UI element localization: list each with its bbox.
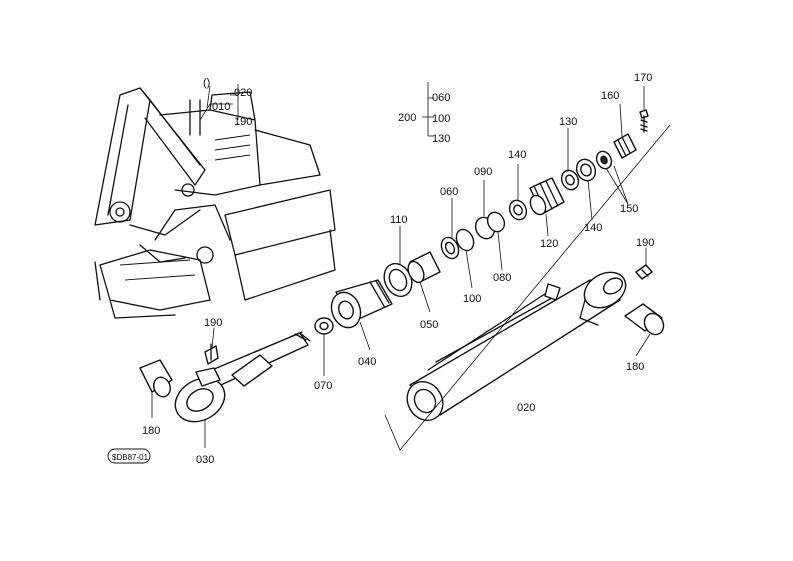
callout-190-top: 190 — [234, 116, 252, 128]
callout-160: 160 — [601, 90, 619, 102]
callout-060: 060 — [440, 186, 458, 198]
callout-140-b: 140 — [584, 222, 602, 234]
callout-100-group: 100 — [432, 113, 450, 125]
callout-020: 020 — [517, 402, 535, 414]
callout-180-left: 180 — [142, 425, 160, 437]
piston-040 — [330, 279, 393, 329]
callout-110: 110 — [390, 214, 408, 226]
ring-110 — [383, 262, 413, 298]
leader-lines — [151, 82, 651, 448]
ring-080 — [486, 211, 506, 233]
callout-080: 080 — [493, 272, 511, 284]
callout-labels: 010 020 190 () 060 100 130 200 170 160 1… — [142, 72, 654, 466]
callout-040: 040 — [358, 356, 376, 368]
callout-060-group: 060 — [432, 92, 450, 104]
callout-190-left: 190 — [204, 317, 222, 329]
bushing-180-right — [624, 303, 665, 336]
machine-overview-illustration — [94, 87, 336, 319]
ring-130 — [560, 169, 580, 191]
callout-170: 170 — [634, 72, 652, 84]
rod-guide-120 — [529, 177, 565, 216]
callout-070: 070 — [314, 380, 332, 392]
callout-130-group: 130 — [432, 133, 450, 145]
cylinder-tube-020 — [384, 124, 671, 451]
callout-020-top: 020 — [234, 87, 252, 99]
callout-030: 030 — [196, 454, 214, 466]
grease-nipple-190-right — [635, 264, 653, 280]
screw-170 — [639, 109, 649, 133]
oring-100 — [455, 228, 475, 252]
seal-140-b — [575, 158, 597, 182]
wiper-150 — [595, 150, 613, 170]
bushing-180-left — [139, 359, 173, 398]
nut-160 — [613, 133, 637, 159]
callout-200: 200 — [398, 112, 416, 124]
grease-nipple-190-left — [204, 343, 219, 365]
callout-120: 120 — [540, 238, 558, 250]
seal-140-a — [508, 199, 528, 221]
callout-140-a: 140 — [508, 149, 526, 161]
callout-150: 150 — [620, 203, 638, 215]
callout-180-right: 180 — [626, 361, 644, 373]
piston-rod-030 — [174, 331, 311, 423]
callout-paren: () — [203, 77, 210, 89]
seal-060 — [440, 236, 460, 260]
callout-130: 130 — [559, 116, 577, 128]
callout-100: 100 — [463, 293, 481, 305]
callout-050: 050 — [420, 319, 438, 331]
callout-010: 010 — [212, 101, 230, 113]
callout-190-right: 190 — [636, 237, 654, 249]
figure-code-label: $DB87-01 — [112, 453, 149, 462]
figure-code-badge: $DB87-01 — [107, 448, 151, 464]
bushing-050 — [407, 251, 441, 284]
nut-070 — [314, 317, 334, 335]
callout-090: 090 — [474, 166, 492, 178]
